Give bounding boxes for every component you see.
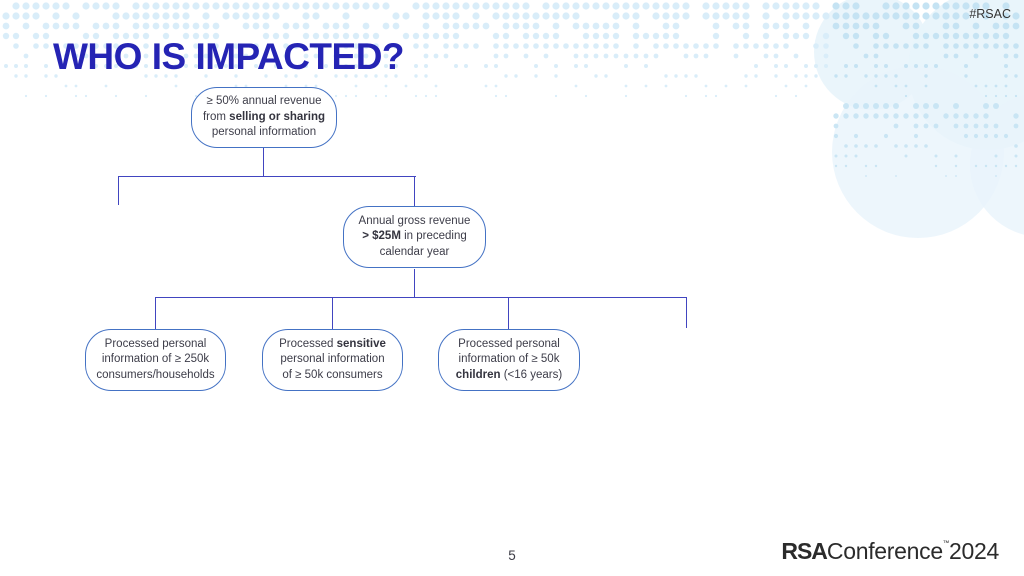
- node-text-line: Processed sensitive: [279, 337, 386, 350]
- node-text-line: calendar year: [379, 245, 450, 258]
- logo-year: 2024: [949, 538, 999, 564]
- node-text-line: ≥ 50% annual revenue: [206, 95, 322, 108]
- connector-line: [263, 147, 265, 177]
- flow-node-personal-info-250k: Processed personal information of ≥ 250k c…: [85, 329, 226, 391]
- connector-line: [155, 297, 157, 329]
- connector-line: [118, 176, 120, 205]
- node-text-line: Processed personal: [458, 337, 560, 350]
- flow-node-sensitive-info-50k: Processed sensitive personal information o…: [262, 329, 403, 391]
- connector-line: [118, 176, 416, 178]
- node-text-line: children (<16 years): [455, 368, 563, 381]
- node-text-line: Annual gross revenue: [358, 214, 471, 227]
- connector-line: [686, 297, 688, 328]
- page-title: WHO IS IMPACTED?: [53, 36, 405, 77]
- flow-node-gross-revenue-threshold: Annual gross revenue > $25M in preceding c…: [343, 206, 486, 268]
- connector-line: [332, 297, 334, 329]
- node-text-line: Processed personal: [104, 337, 207, 350]
- flow-node-revenue-share-threshold: ≥ 50% annual revenue from selling or shar…: [191, 87, 337, 148]
- connector-line: [508, 297, 510, 329]
- node-text-line: personal information: [280, 353, 385, 366]
- flow-node-children-info-50k: Processed personal information of ≥ 50k ch…: [438, 329, 580, 391]
- connector-line: [414, 269, 416, 298]
- hashtag-label: #RSAC: [969, 7, 1011, 21]
- rsa-conference-logo: RSAConference™2024: [781, 538, 999, 565]
- node-text-line: consumers/households: [96, 368, 215, 381]
- connector-line: [155, 297, 687, 299]
- connector-line: [414, 176, 416, 207]
- logo-trademark: ™: [942, 540, 950, 547]
- logo-rsa: RSA: [781, 538, 828, 564]
- page-number: 5: [508, 548, 516, 563]
- node-text-line: information of ≥ 250k: [101, 353, 210, 366]
- logo-conference: Conference: [826, 538, 943, 564]
- node-text-line: from selling or sharing: [202, 110, 326, 123]
- node-text-line: information of ≥ 50k: [458, 353, 560, 366]
- node-text-line: of ≥ 50k consumers: [282, 368, 383, 381]
- node-text-line: personal information: [211, 126, 317, 139]
- node-text-line: > $25M in preceding: [362, 230, 467, 243]
